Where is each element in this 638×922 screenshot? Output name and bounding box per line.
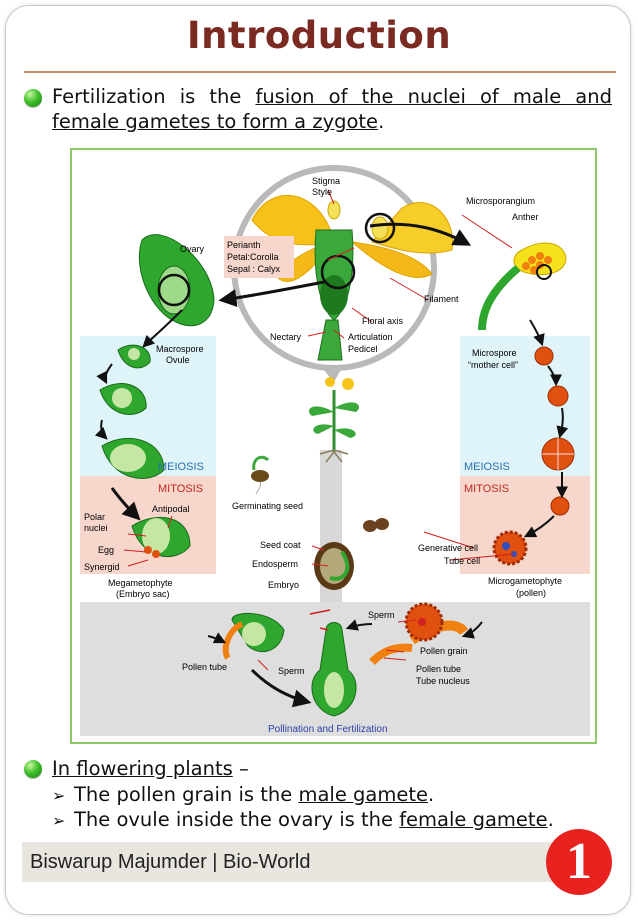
label-mitosis-right: MITOSIS [464,483,509,495]
arrow-to-anther [369,222,472,246]
magnifier-pointer [322,368,342,382]
label-embryo-sac: (Embryo sac) [116,589,170,599]
item-tail: . [428,783,435,806]
label-anther: Anther [512,212,539,222]
arrow-to-ovary [218,280,325,308]
label-pedicel: Pedicel [348,344,378,354]
label-filament: Filament [424,294,459,304]
label-tube-nucleus: Tube nucleus [416,676,470,686]
flowering-heading-text: In flowering plants [52,757,233,780]
label-meiosis-left: MEIOSIS [158,461,204,473]
label-tube-cell: Tube cell [444,556,480,566]
megametophyte-illustration [123,515,173,567]
perianth-box [224,236,294,278]
label-perianth: Perianth [227,240,261,250]
label-sepal: Sepal : Calyx [227,264,281,274]
label-floral-axis: Floral axis [362,316,404,326]
label-nectary: Nectary [270,332,302,342]
intro-paragraph: Fertilization is the fusion of the nucle… [52,84,612,134]
list-item: ➢ The pollen grain is the male gamete. [52,783,434,808]
label-seed-coat: Seed coat [260,540,301,550]
flowering-heading: In flowering plants – [52,757,249,781]
label-pollen-tube-left: Pollen tube [182,662,227,672]
label-style: Style [312,187,332,197]
label-sperm-bottom: Sperm [278,666,305,676]
label-megametophyte: Megametophyte [108,578,173,588]
label-mitosis-left: MITOSIS [158,483,203,495]
arrowhead-icon: ➢ [52,786,66,805]
item-term: female gamete [399,808,548,831]
seed-small [375,518,389,530]
label-endosperm: Endosperm [252,559,298,569]
label-ovary: Ovary [180,244,205,254]
flowering-heading-dash: – [232,757,249,780]
label-pollination: Pollination and Fertilization [268,724,388,735]
label-antipodal: Antipodal [152,504,190,514]
label-ovule: Ovule [166,355,190,365]
seedling-illustration [308,377,360,463]
label-pollen: (pollen) [516,588,546,598]
label-mother-cell: “mother cell” [468,360,518,370]
bullet-icon [24,760,42,778]
label-macrospore: Macrospore [156,344,204,354]
ovule-sequence [94,309,191,558]
label-microgametophyte: Microgametophyte [488,576,562,586]
intro-tail: . [378,110,385,133]
label-stigma: Stigma [312,176,340,186]
label-germinating-seed: Germinating seed [232,501,303,511]
item-lead: The ovule inside the ovary is the [74,808,400,831]
label-pollen-tube-right: Pollen tube [416,664,461,674]
item-tail: . [547,808,554,831]
fertilization-diagram: Stigma Style Ovary Perianth Petal:Coroll… [70,148,597,744]
germinating-seed-illustration [251,455,270,495]
label-pollen-grain: Pollen grain [420,646,468,656]
arrowhead-icon: ➢ [52,811,66,830]
label-petal: Petal:Corolla [227,252,279,262]
mitosis-panel-right [460,476,590,574]
label-microsporangium: Microsporangium [466,196,535,206]
label-articulation: Articulation [348,332,393,342]
label-sperm-top: Sperm [368,610,395,620]
label-microspore: Microspore [472,348,517,358]
seed-small [363,520,377,532]
label-synergid: Synergid [84,562,120,572]
label-generative-cell: Generative cell [418,543,478,553]
label-meiosis-right: MEIOSIS [464,461,510,473]
list-item: ➢ The ovule inside the ovary is the femal… [52,808,554,833]
anther-illustration [478,242,567,331]
leader-lines [257,189,515,671]
ovary-illustration [138,234,215,327]
label-embryo: Embryo [268,580,299,590]
diagram-svg: Stigma Style Ovary Perianth Petal:Coroll… [80,165,590,736]
label-polar: Polar [84,512,105,522]
page-number-badge: 1 [546,829,612,895]
microspore-sequence [492,319,575,566]
intro-definition: fusion of the nuclei of male and female … [52,85,612,133]
bullet-icon [24,89,42,107]
pollination-illustration [207,602,483,717]
label-nuclei: nuclei [84,523,108,533]
footer-credit: Biswarup Majumder | Bio-World [22,842,578,882]
intro-lead: Fertilization is the [52,85,242,108]
seed-cross-section [314,542,354,590]
item-lead: The pollen grain is the [74,783,299,806]
title-divider [24,71,616,73]
item-term: male gamete [298,783,428,806]
label-egg: Egg [98,545,114,555]
page-title: Introduction [186,14,452,57]
